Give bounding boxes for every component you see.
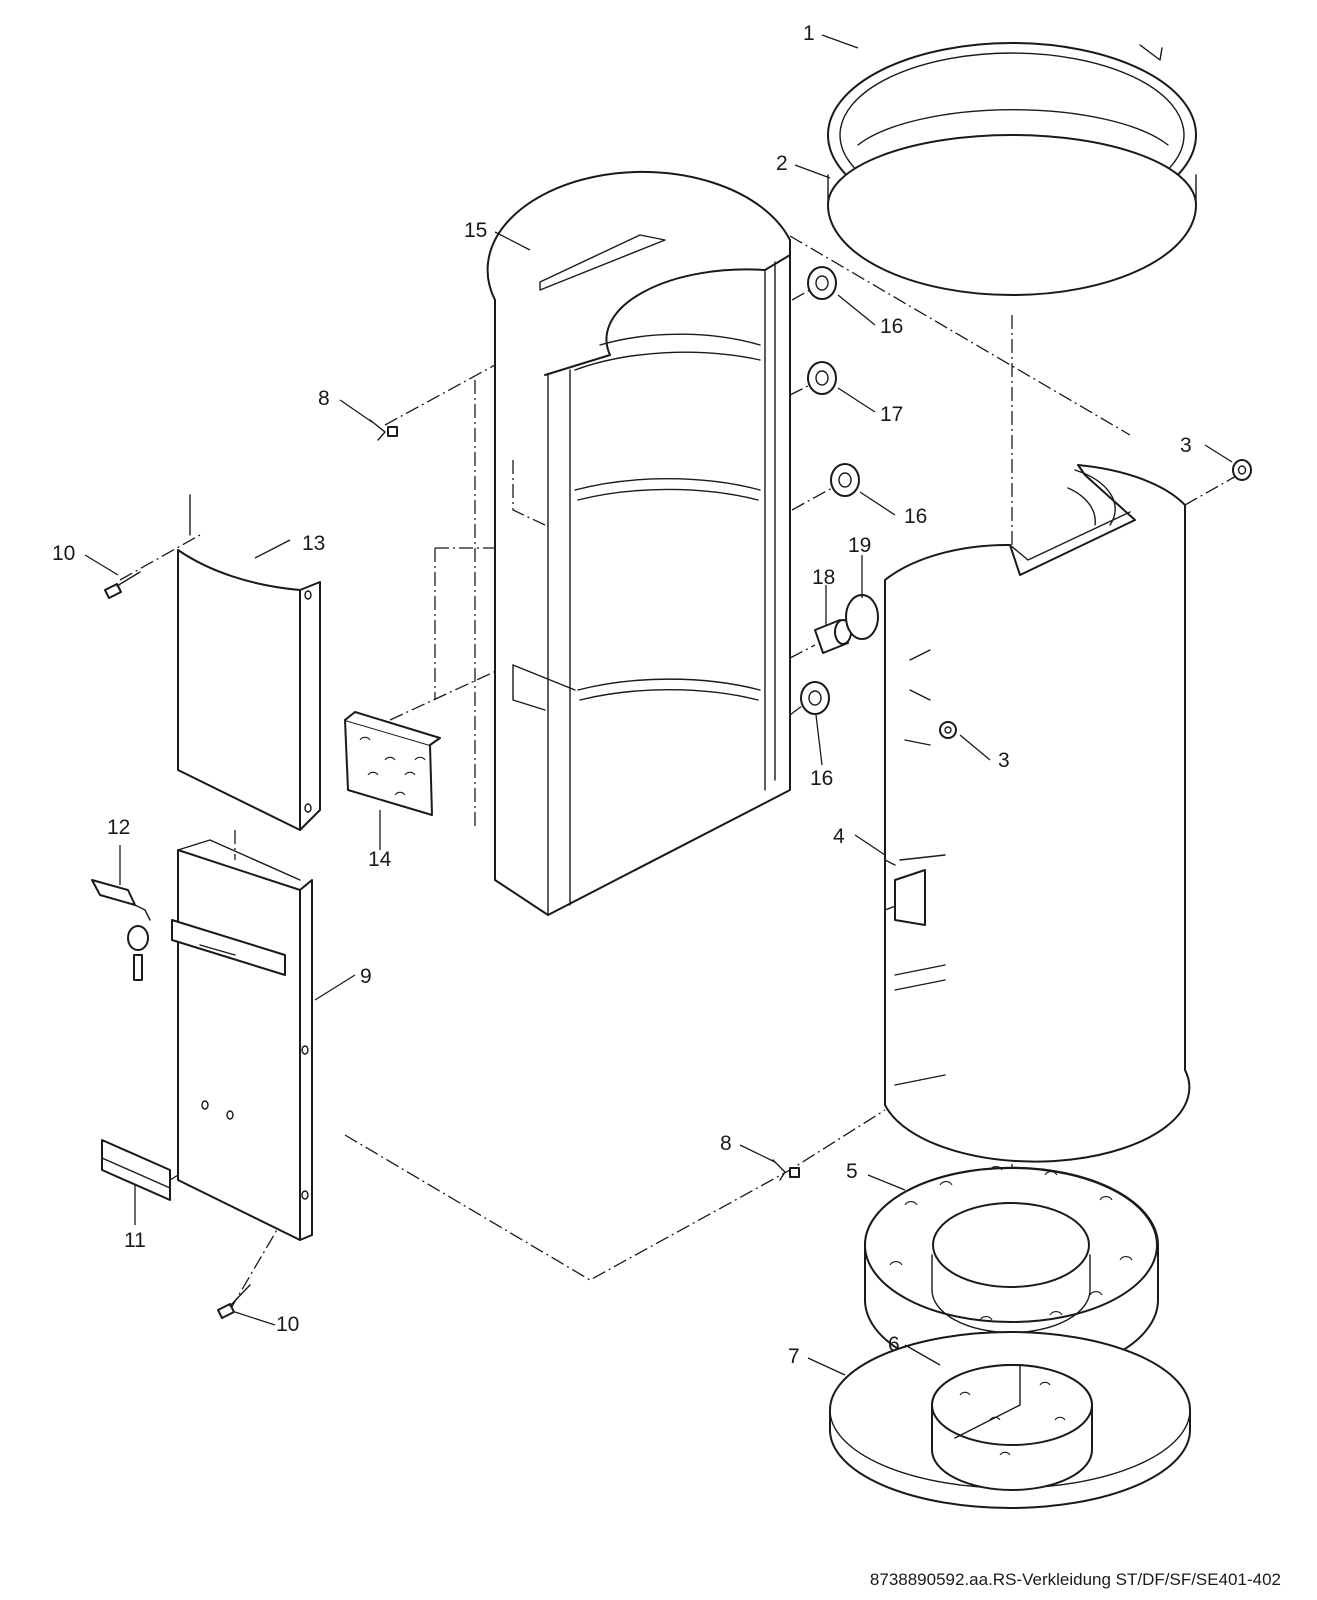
callout-5: 5 (846, 1160, 858, 1183)
plug-and-ring (789, 594, 879, 659)
callout-19: 19 (848, 534, 871, 557)
callout-11: 11 (124, 1229, 146, 1252)
callout-3-upper: 3 (1180, 434, 1192, 457)
callout-15: 15 (464, 219, 487, 242)
callout-13: 13 (302, 532, 325, 555)
callout-10-upper: 10 (52, 542, 75, 565)
outer-jacket (884, 464, 1191, 1163)
callout-9: 9 (360, 965, 372, 988)
callout-6: 6 (888, 1333, 900, 1356)
callout-8-upper: 8 (318, 387, 330, 410)
drawing-reference-code: 8738890592.aa.RS-Verkleidung ST/DF/SF/SE… (869, 1570, 1281, 1589)
callout-2: 2 (776, 152, 788, 175)
foam-block (344, 711, 441, 816)
callout-12: 12 (107, 816, 130, 839)
callout-16-c: 16 (810, 767, 833, 790)
callout-14: 14 (368, 848, 392, 871)
grommets (789, 266, 860, 716)
foam-disc (931, 1364, 1093, 1491)
callout-4: 4 (833, 825, 845, 848)
callout-3-lower: 3 (998, 749, 1010, 772)
callout-16-b: 16 (904, 505, 927, 528)
callout-18: 18 (812, 566, 835, 589)
foam-ring (864, 1166, 1159, 1379)
cap-top-right (1232, 459, 1252, 481)
upper-panel (177, 494, 321, 831)
label-strip (101, 1139, 171, 1201)
sensor (91, 879, 151, 981)
fasteners (104, 419, 800, 1319)
callout-16-a: 16 (880, 315, 903, 338)
callout-17: 17 (880, 403, 903, 426)
top-cover (827, 134, 1197, 296)
callout-8-lower: 8 (720, 1132, 732, 1155)
callout-7: 7 (788, 1345, 800, 1368)
front-panel (171, 839, 313, 1241)
callouts: 1 2 3 3 4 5 6 7 8 8 9 10 10 11 12 13 14 … (52, 22, 1192, 1368)
insulation-shell (486, 170, 791, 916)
callout-10-lower: 10 (276, 1313, 299, 1336)
callout-1: 1 (803, 22, 815, 45)
leader-lines (84, 34, 1233, 1376)
